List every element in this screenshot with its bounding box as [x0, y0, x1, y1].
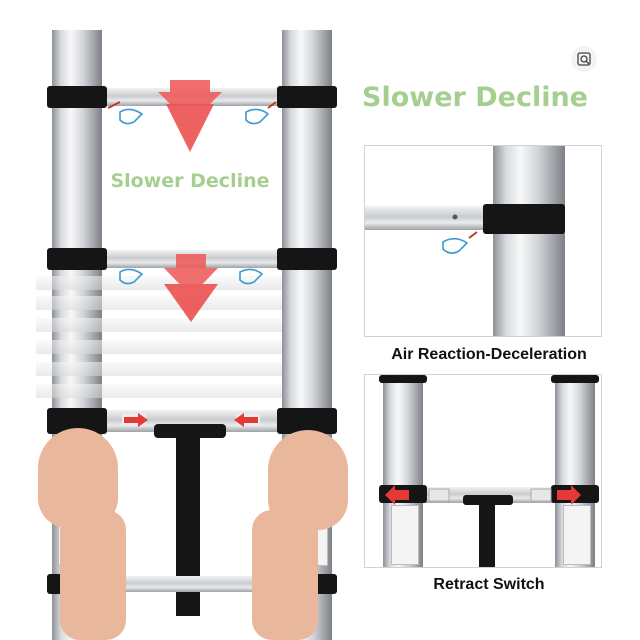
arrow-left-icon — [234, 413, 260, 427]
left-slower-decline-title: Slower Decline — [110, 170, 270, 192]
clamp-top-left — [47, 86, 107, 108]
right-slower-decline-title: Slower Decline — [362, 82, 588, 113]
clamp-mid-right — [277, 248, 337, 270]
rung-lowest — [100, 576, 284, 592]
ghost-rung — [36, 318, 282, 332]
panel-strap — [479, 503, 495, 567]
panel-annotations — [442, 214, 478, 254]
retract-switch-caption: Retract Switch — [433, 576, 545, 593]
finger-press-icon — [442, 237, 469, 254]
air-reaction-caption: Air Reaction-Deceleration — [391, 346, 587, 363]
arrow-right-icon — [122, 413, 148, 427]
panel-clamp — [379, 375, 427, 383]
ghost-rung — [36, 340, 282, 354]
left-annotations — [107, 80, 277, 427]
warning-sticker — [391, 505, 419, 565]
ghost-rung — [36, 362, 282, 376]
arrow-left-icon — [385, 485, 409, 505]
retract-switch-panel — [364, 374, 602, 568]
finger-press-icon — [119, 108, 270, 285]
clamp-mid-left — [47, 248, 107, 270]
ghost-rung — [36, 296, 282, 310]
panel-pole — [493, 146, 565, 336]
left-forearm — [60, 510, 126, 640]
ghost-rung — [36, 384, 282, 398]
warning-sticker — [563, 505, 591, 565]
panel-clamp — [483, 204, 565, 234]
carry-strap-handle — [154, 424, 226, 438]
panel-clamp — [551, 375, 599, 383]
down-arrow-icon — [164, 254, 218, 322]
clamp-top-right — [277, 86, 337, 108]
down-arrow-icon — [158, 80, 222, 152]
ghost-rung — [36, 276, 282, 290]
zoom-button[interactable] — [571, 46, 597, 72]
panel-rung — [365, 206, 505, 230]
arrow-right-icon — [557, 485, 581, 505]
clamp-bottom-right — [277, 408, 337, 434]
lens-search-icon — [577, 52, 591, 66]
panel-annotations — [385, 485, 581, 505]
right-forearm — [252, 510, 318, 640]
panel-strap-handle — [463, 495, 513, 505]
air-reaction-panel — [364, 145, 602, 337]
